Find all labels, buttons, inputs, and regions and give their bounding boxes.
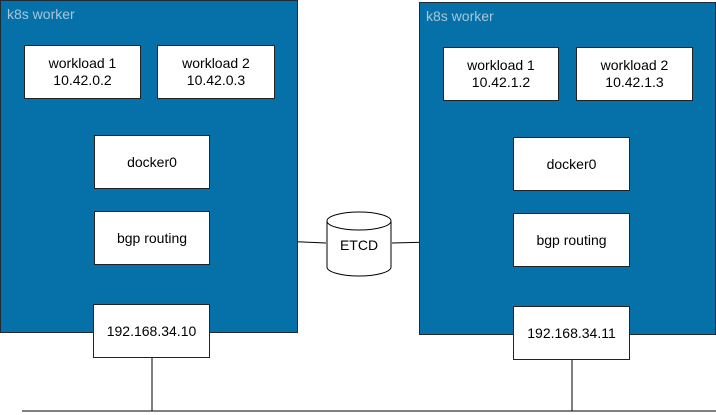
left-docker0-label: docker0	[127, 153, 177, 170]
etcd-label: ETCD	[339, 237, 379, 253]
etcd-datastore[interactable]: ETCD	[326, 211, 392, 277]
right-host-interface[interactable]: 192.168.34.11	[513, 306, 630, 360]
right-workload-2[interactable]: workload 2 10.42.1.3	[576, 47, 693, 101]
right-bgp-routing[interactable]: bgp routing	[513, 213, 630, 267]
left-workload-2[interactable]: workload 2 10.42.0.3	[157, 45, 275, 99]
database-cylinder-icon	[326, 211, 392, 277]
left-workload-1-ip: 10.42.0.2	[53, 72, 112, 88]
left-workload-2-ip: 10.42.0.3	[186, 72, 246, 88]
right-bgp-routing-label: bgp routing	[536, 231, 607, 248]
left-workload-1[interactable]: workload 1 10.42.0.2	[24, 45, 141, 99]
left-workload-1-name: workload 1	[48, 55, 117, 71]
right-workload-1[interactable]: workload 1 10.42.1.2	[443, 47, 559, 101]
left-bgp-routing[interactable]: bgp routing	[94, 211, 210, 265]
worker-right-label: k8s worker	[426, 8, 494, 24]
right-host-ip: 192.168.34.11	[527, 324, 616, 341]
worker-left-label: k8s worker	[7, 6, 75, 22]
left-workload-2-name: workload 2	[182, 55, 250, 71]
right-workload-2-ip: 10.42.1.3	[605, 74, 664, 90]
left-docker0[interactable]: docker0	[94, 135, 210, 189]
right-workload-1-name: workload 1	[467, 57, 535, 73]
left-host-interface[interactable]: 192.168.34.10	[93, 304, 210, 358]
left-bgp-routing-label: bgp routing	[116, 229, 188, 246]
right-docker0-label: docker0	[546, 155, 597, 172]
right-workload-1-ip: 10.42.1.2	[471, 74, 531, 90]
left-host-ip: 192.168.34.10	[106, 322, 197, 339]
right-docker0[interactable]: docker0	[513, 137, 630, 191]
right-workload-2-name: workload 2	[600, 57, 669, 73]
